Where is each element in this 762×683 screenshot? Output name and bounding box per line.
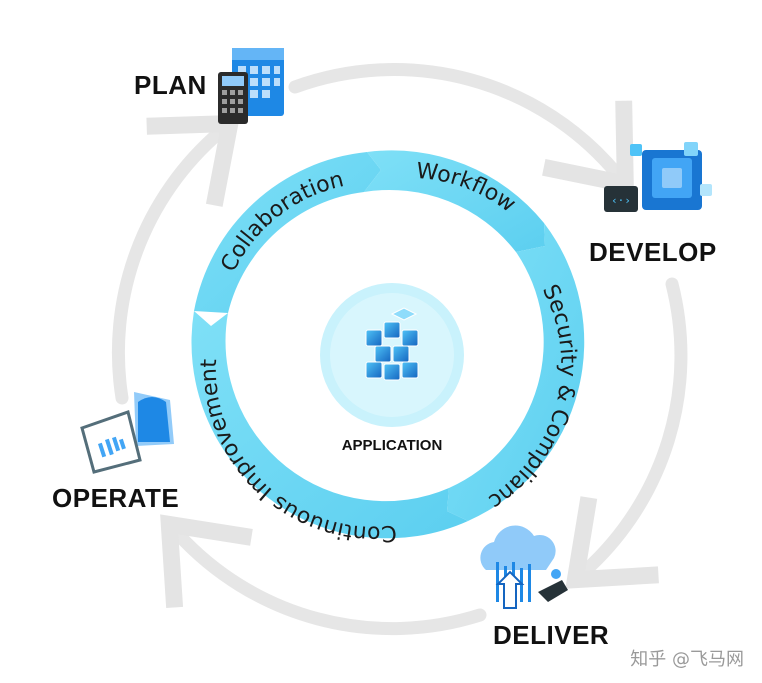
monitor-chart-icon <box>80 392 174 474</box>
application-label: APPLICATION <box>341 437 443 454</box>
cycle-arc-develop-deliver <box>565 277 688 589</box>
stage-label-deliver: DELIVER <box>493 620 610 650</box>
cloud-upload-rocket-icon <box>480 525 568 609</box>
cycle-arc-operate-plan <box>111 114 241 405</box>
calculator-calendar-icon <box>218 48 284 124</box>
code-cubes-icon: ‹·› <box>604 142 712 212</box>
application-cubes-icon <box>365 307 419 381</box>
ring-segment-collaboration <box>194 152 381 313</box>
ring-segment-security <box>447 223 585 521</box>
cycle-arc-plan-develop <box>288 63 634 195</box>
svg-text:‹·›: ‹·› <box>611 194 631 207</box>
ring-segment-improvement <box>191 311 469 539</box>
cycle-arc-deliver-operate <box>160 514 487 636</box>
stage-label-operate: OPERATE <box>52 483 180 513</box>
stage-label-plan: PLAN <box>134 70 207 100</box>
outer-cycle <box>111 63 688 636</box>
ring-segment-workflow <box>364 150 545 252</box>
stage-label-develop: DEVELOP <box>589 237 717 267</box>
application-core <box>320 283 464 427</box>
inner-ring <box>191 150 585 539</box>
watermark: 知乎 @飞马网 <box>630 649 744 670</box>
